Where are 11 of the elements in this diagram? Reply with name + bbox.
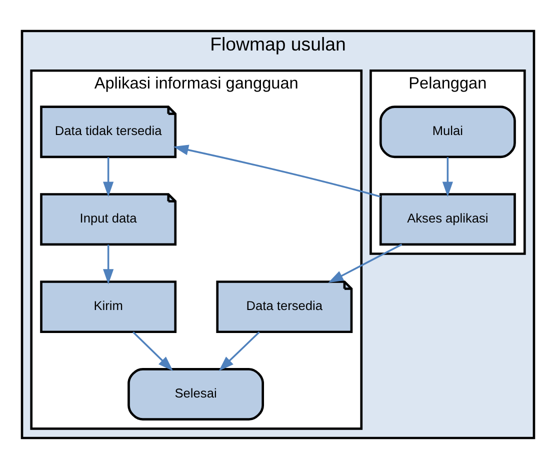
node-box: Mulai — [379, 105, 516, 158]
arrow — [173, 144, 381, 197]
arrow — [132, 331, 174, 371]
arrow — [328, 243, 402, 282]
arrow — [103, 244, 114, 284]
node-box: Selesai — [128, 368, 264, 420]
arrow — [103, 156, 114, 196]
node-box: Kirim — [40, 280, 177, 333]
arrow — [442, 156, 453, 196]
arrow — [218, 331, 260, 371]
node-box: Akses aplikasi — [379, 192, 516, 246]
